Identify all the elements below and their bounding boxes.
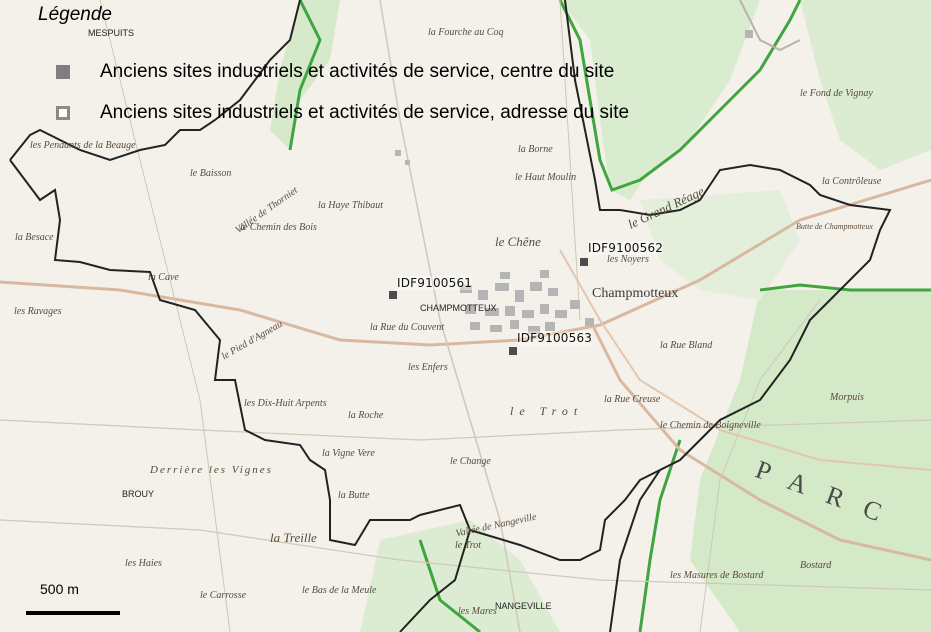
place-le-trot: le Trot <box>510 404 584 418</box>
place-le-baisson: le Baisson <box>190 168 232 179</box>
railway <box>739 0 801 52</box>
hollow-square-icon <box>56 106 70 120</box>
filled-square-icon <box>56 65 70 79</box>
place-la-fourche-au-coq: la Fourche au Coq <box>428 27 504 38</box>
site-label-idf9100561: IDF9100561 <box>397 276 473 290</box>
place-morpuis: Morpuis <box>830 392 864 403</box>
place-la-haye-thibaut: la Haye Thibaut <box>318 200 383 211</box>
site-label-idf9100563: IDF9100563 <box>517 331 593 345</box>
track <box>379 0 521 632</box>
road-d63 <box>0 178 931 347</box>
green-area <box>360 520 560 632</box>
place-la-roche: la Roche <box>348 410 384 421</box>
place-les-ravages: les Ravages <box>14 306 62 317</box>
green-area <box>560 0 760 200</box>
scale-bar <box>26 611 120 615</box>
place-les-enfers: les Enfers <box>408 362 448 373</box>
place-bostard: Bostard <box>800 560 832 571</box>
scale-label: 500 m <box>40 581 79 597</box>
place-derriere-les-vignes: Derrière les Vignes <box>150 464 273 476</box>
village-buildings <box>395 30 753 334</box>
site-marker-idf9100561[interactable] <box>389 291 397 299</box>
track <box>0 519 931 591</box>
place-la-besace: la Besace <box>15 232 54 243</box>
place-la-vigne-vere: la Vigne Vere <box>322 448 375 459</box>
green-area <box>640 190 800 300</box>
place-la-controleuse: la Contrôleuse <box>822 176 882 187</box>
place-les-masures: les Masures de Bostard <box>670 570 764 581</box>
place-la-butte: la Butte <box>338 490 370 501</box>
place-le-carrosse: le Carrosse <box>200 590 247 601</box>
green-boundary <box>759 283 931 292</box>
place-le-fond-de-vignay: le Fond de Vignay <box>800 88 873 99</box>
green-boundary <box>288 0 322 151</box>
place-brouy: BROUY <box>122 489 155 499</box>
place-le-chene: le Chêne <box>495 234 541 249</box>
green-boundary <box>558 0 802 192</box>
commune-boundary <box>399 529 471 632</box>
track <box>0 419 931 441</box>
place-la-treille: la Treille <box>270 530 317 545</box>
green-boundary <box>638 439 682 632</box>
green-area <box>800 0 931 170</box>
track <box>99 0 231 632</box>
place-la-rue-bland: la Rue Bland <box>660 340 713 351</box>
place-les-dix-huit: les Dix-Huit Arpents <box>244 398 327 409</box>
legend-item-adresse: Anciens sites industriels et activités d… <box>56 101 629 125</box>
track <box>559 0 581 321</box>
place-les-noyers: les Noyers <box>607 254 649 265</box>
place-butte-de-champmotteux: Butte de Champmotteux <box>796 222 873 231</box>
site-marker-idf9100562[interactable] <box>580 258 588 266</box>
place-les-pendants: les Pendants de la Beauge <box>30 140 136 151</box>
place-les-mares: les Mares <box>458 606 497 617</box>
place-la-rue-du-couvent: la Rue du Couvent <box>370 322 445 333</box>
place-le-chemin-des-bois: le Chemin des Bois <box>240 222 317 233</box>
place-la-borne: la Borne <box>518 144 553 155</box>
site-marker-idf9100563[interactable] <box>509 347 517 355</box>
place-le-haut-moulin: le Haut Moulin <box>515 172 577 183</box>
legend-title: Légende <box>38 4 112 25</box>
road <box>559 249 931 471</box>
place-le-chemin-boigneville: le Chemin de Boigneville <box>660 420 761 431</box>
green-boundary <box>418 539 481 632</box>
legend-item-label: Anciens sites industriels et activités d… <box>100 61 615 82</box>
place-le-trot-south: le Trot <box>455 540 482 551</box>
commune-boundary <box>9 0 892 561</box>
place-champmotteux: Champmotteux <box>592 286 679 301</box>
track <box>699 299 821 632</box>
commune-boundary <box>609 469 661 632</box>
place-nangeville: NANGEVILLE <box>495 601 552 611</box>
place-la-cave: la Cave <box>148 272 179 283</box>
place-champmotteux-caps: CHAMPMOTTEUX <box>420 303 497 313</box>
legend-item-label: Anciens sites industriels et activités d… <box>100 102 630 123</box>
road <box>588 319 931 562</box>
place-les-haies: les Haies <box>125 558 162 569</box>
place-le-bas-de-la-meule: le Bas de la Meule <box>302 585 377 596</box>
commune-boundary <box>9 0 301 162</box>
legend-item-centre: Anciens sites industriels et activités d… <box>56 60 614 84</box>
place-la-rue-creuse: la Rue Creuse <box>604 394 661 405</box>
place-mespuits: MESPUITS <box>88 28 135 38</box>
place-le-change: le Change <box>450 456 491 467</box>
site-label-idf9100562: IDF9100562 <box>588 241 664 255</box>
